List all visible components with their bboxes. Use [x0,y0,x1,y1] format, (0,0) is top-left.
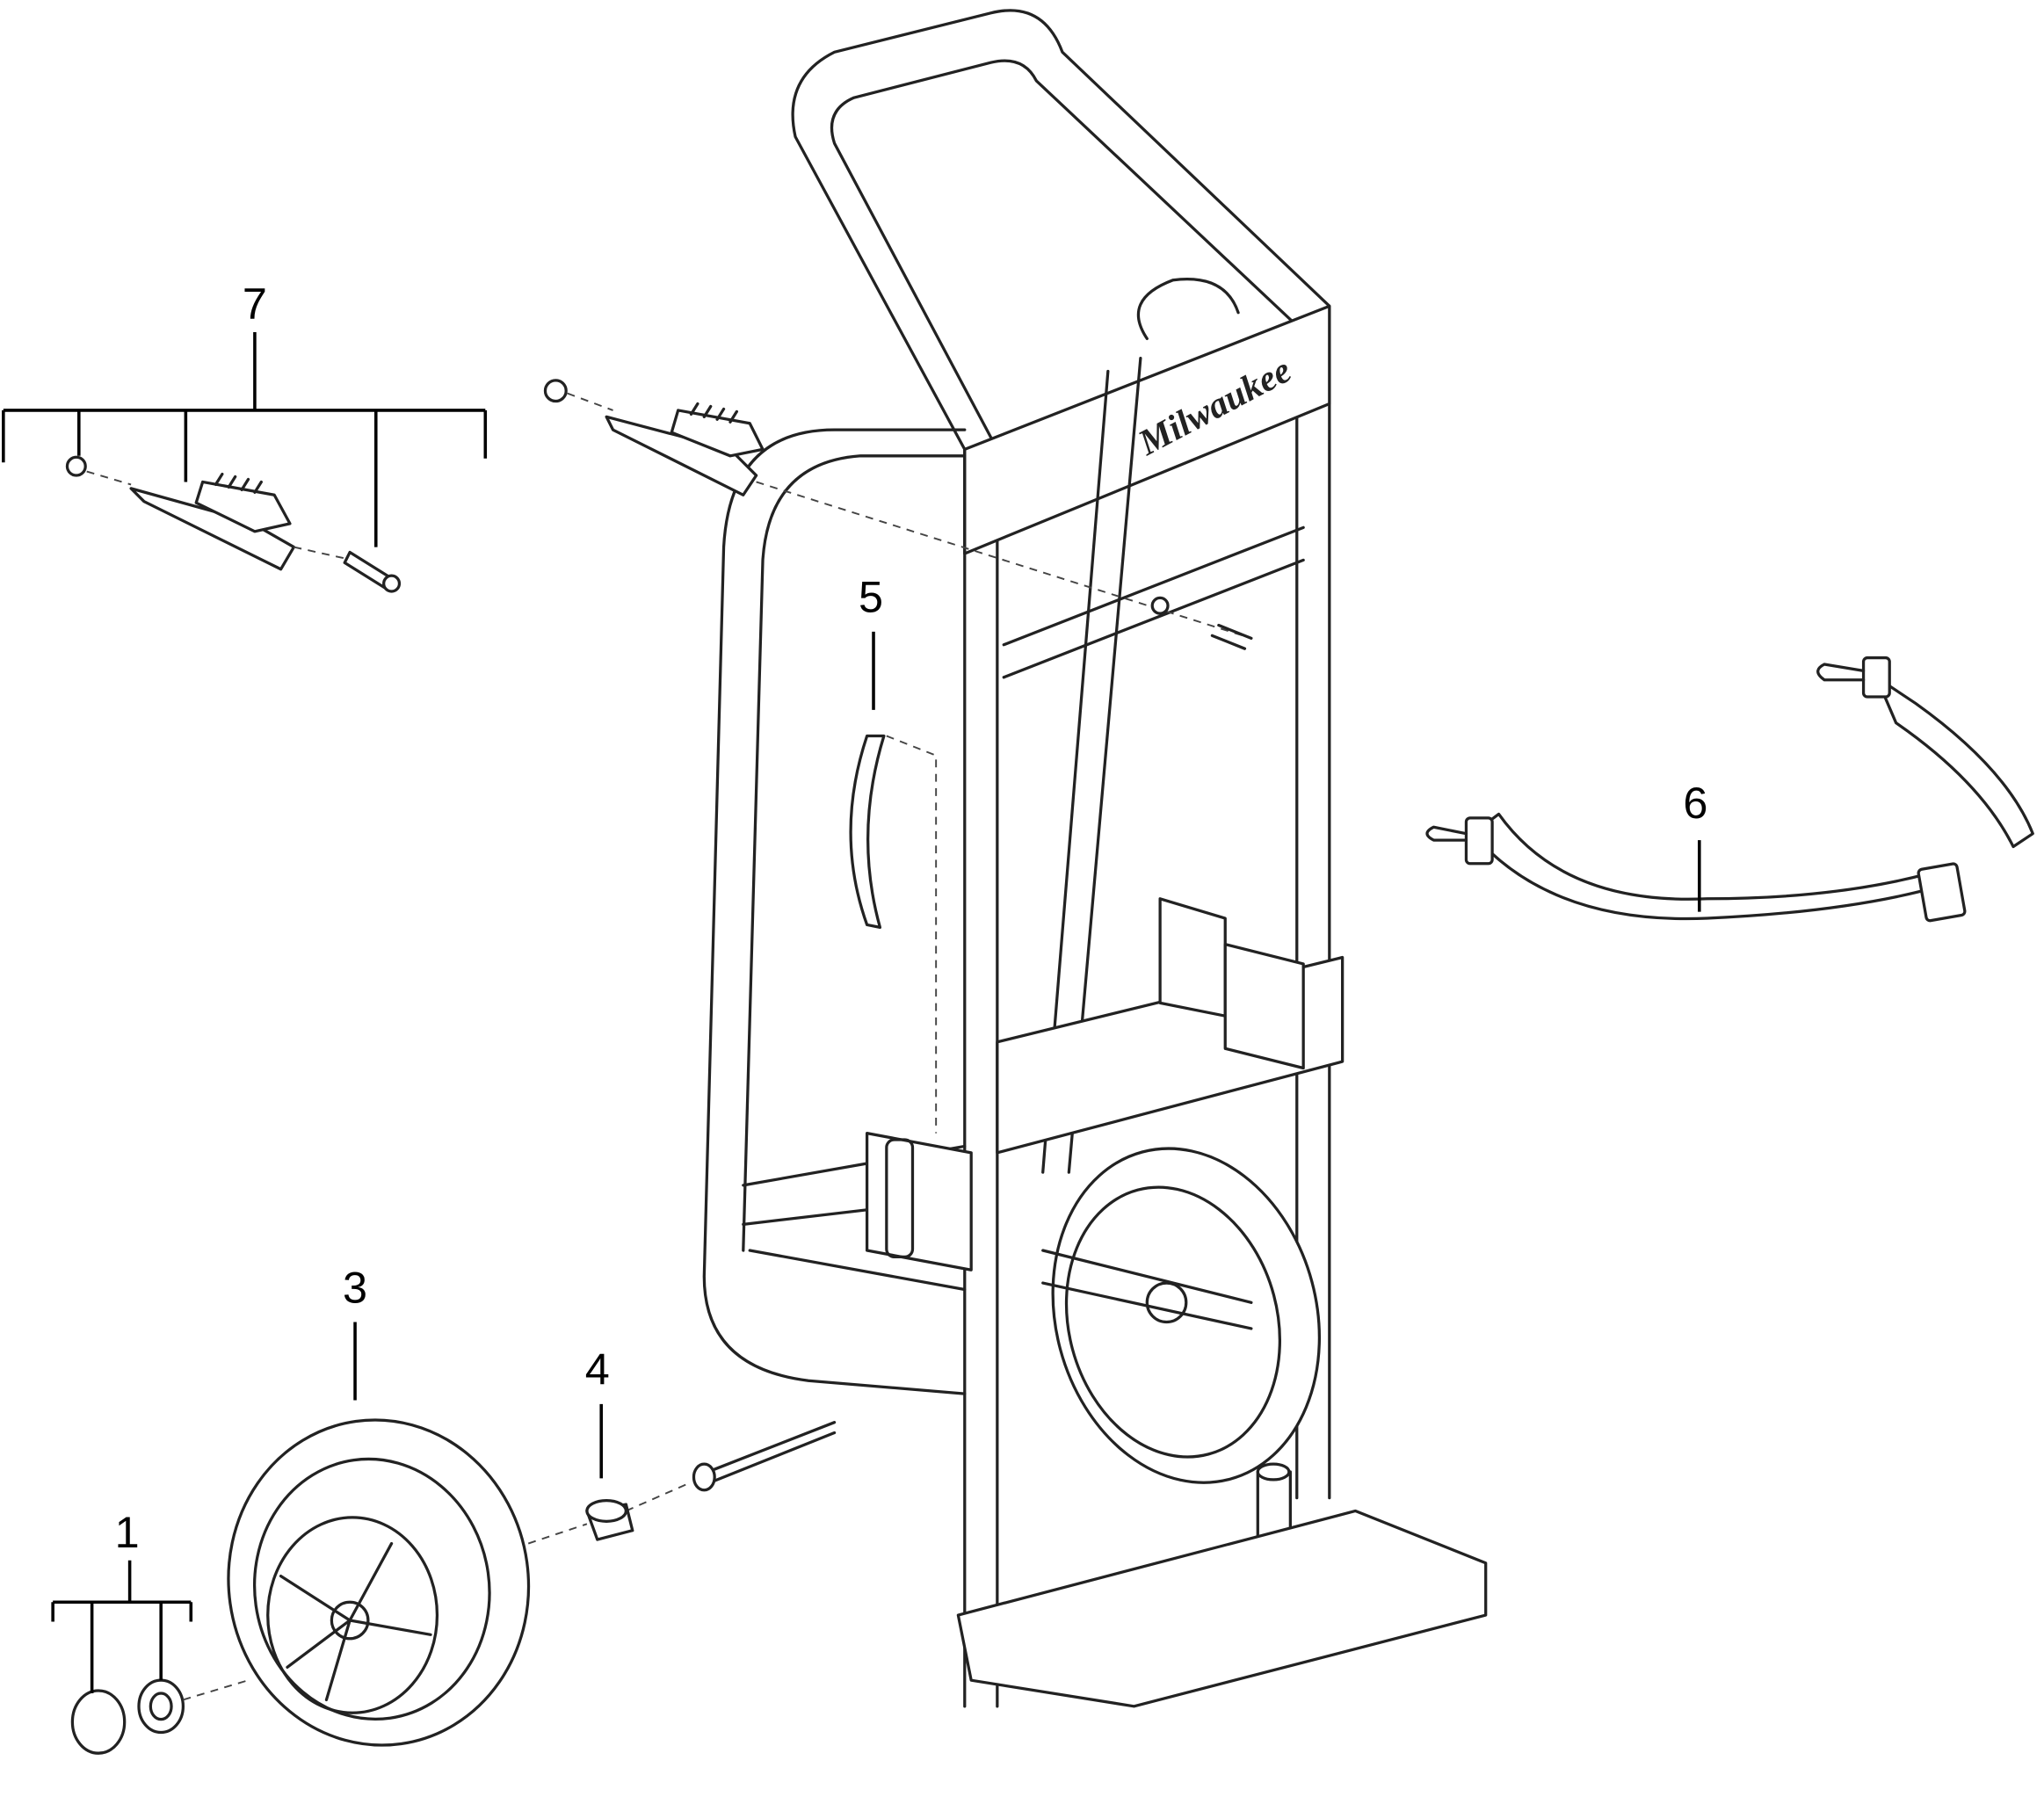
callout-1: 1 [115,1507,140,1557]
cart-frame: Milwaukee [692,9,1488,1708]
part-1-ring-washer [70,1678,249,1755]
callouts: 7 5 6 3 4 1 [2,279,1707,1694]
part-6-strap [1425,656,2034,923]
callout-6: 6 [1683,778,1707,828]
callout-4: 4 [585,1344,610,1395]
callout-5: 5 [859,572,883,622]
callout-7: 7 [243,279,267,329]
part-4-bushing [527,1481,692,1545]
part-5-handle [849,734,938,1134]
part-7-latch-kit [65,455,402,593]
latch-assembly-installed [543,379,765,496]
callout-3: 3 [343,1262,367,1312]
part-3-wheel [227,1418,531,1747]
